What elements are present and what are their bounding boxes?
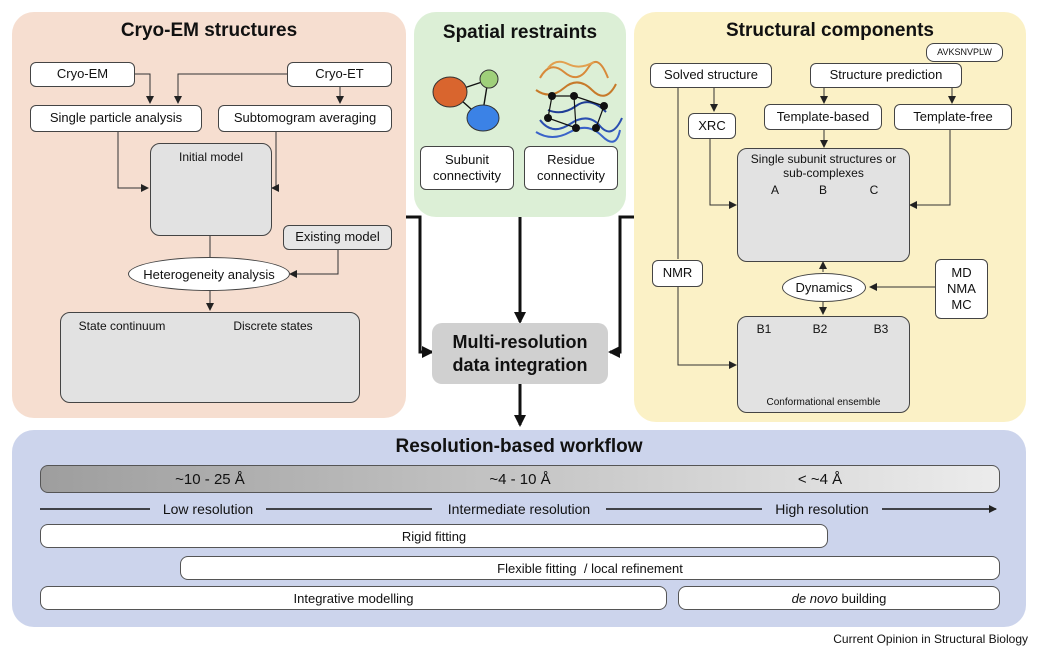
resolution-gradient-bar bbox=[40, 465, 1000, 493]
xrc-box: XRC bbox=[688, 113, 736, 139]
cryo-em-box: Cryo-EM bbox=[30, 62, 135, 87]
workflow-title: Resolution-based workflow bbox=[395, 436, 643, 457]
conformational-ensemble-label: Conformational ensemble bbox=[766, 397, 881, 408]
solved-structure-box: Solved structure bbox=[650, 63, 772, 88]
state-continuum-label: State continuum bbox=[78, 319, 166, 333]
existing-model-box: Existing model bbox=[283, 225, 392, 250]
sequence-tag: AVKSNVPLW bbox=[926, 43, 1003, 62]
subunit-connectivity-box: Subunit connectivity bbox=[420, 146, 514, 190]
single-particle-analysis-box: Single particle analysis bbox=[30, 105, 202, 132]
nma-label: NMA bbox=[947, 280, 976, 296]
high-resolution-label: High resolution bbox=[775, 501, 869, 517]
intermediate-resolution-label: Intermediate resolution bbox=[447, 501, 591, 517]
source-credit: Current Opinion in Structural Biology bbox=[833, 632, 1028, 646]
cryo-em-title: Cryo-EM structures bbox=[120, 20, 298, 41]
heterogeneity-analysis-ellipse: Heterogeneity analysis bbox=[128, 257, 290, 291]
range-mid-label: ~4 - 10 Å bbox=[489, 471, 551, 488]
subunit-b-label: B bbox=[818, 183, 827, 197]
initial-model-box bbox=[150, 143, 272, 236]
states-box bbox=[60, 312, 360, 403]
integrative-modelling-bar: Integrative modelling bbox=[40, 586, 667, 610]
structural-components-title: Structural components bbox=[726, 20, 934, 41]
md-nma-mc-box: MD NMA MC bbox=[935, 259, 988, 319]
single-subunit-box bbox=[737, 148, 910, 262]
single-subunit-label: Single subunit structures or sub-complex… bbox=[750, 152, 897, 181]
range-low-label: ~10 - 25 Å bbox=[175, 471, 245, 488]
subtomogram-averaging-box: Subtomogram averaging bbox=[218, 105, 392, 132]
spatial-restraints-title: Spatial restraints bbox=[442, 22, 598, 43]
ensemble-b1-label: B1 bbox=[756, 322, 772, 336]
cryo-et-box: Cryo-ET bbox=[287, 62, 392, 87]
md-label: MD bbox=[951, 264, 972, 280]
discrete-states-label: Discrete states bbox=[233, 319, 313, 333]
conformational-ensemble-box bbox=[737, 316, 910, 413]
residue-connectivity-box: Residue connectivity bbox=[524, 146, 618, 190]
de-novo-italic: de novo bbox=[791, 590, 838, 606]
low-resolution-label: Low resolution bbox=[162, 501, 254, 517]
de-novo-building-bar: de novo building bbox=[678, 586, 1000, 610]
nmr-box: NMR bbox=[652, 260, 703, 287]
subunit-a-label: A bbox=[770, 183, 779, 197]
ensemble-b3-label: B3 bbox=[873, 322, 889, 336]
structure-prediction-box: Structure prediction bbox=[810, 63, 962, 88]
initial-model-label: Initial model bbox=[178, 150, 244, 164]
rigid-fitting-bar: Rigid fitting bbox=[40, 524, 828, 548]
ensemble-b2-label: B2 bbox=[812, 322, 828, 336]
multi-resolution-integration-box: Multi-resolution data integration bbox=[432, 323, 608, 384]
range-high-label: < ~4 Å bbox=[797, 471, 843, 488]
mc-label: MC bbox=[951, 297, 972, 313]
template-free-box: Template-free bbox=[894, 104, 1012, 130]
de-novo-rest: building bbox=[837, 590, 887, 606]
dynamics-ellipse: Dynamics bbox=[782, 273, 866, 302]
subunit-c-label: C bbox=[869, 183, 879, 197]
template-based-box: Template-based bbox=[764, 104, 882, 130]
flexible-fitting-bar: Flexible fitting / local refinement bbox=[180, 556, 1000, 580]
